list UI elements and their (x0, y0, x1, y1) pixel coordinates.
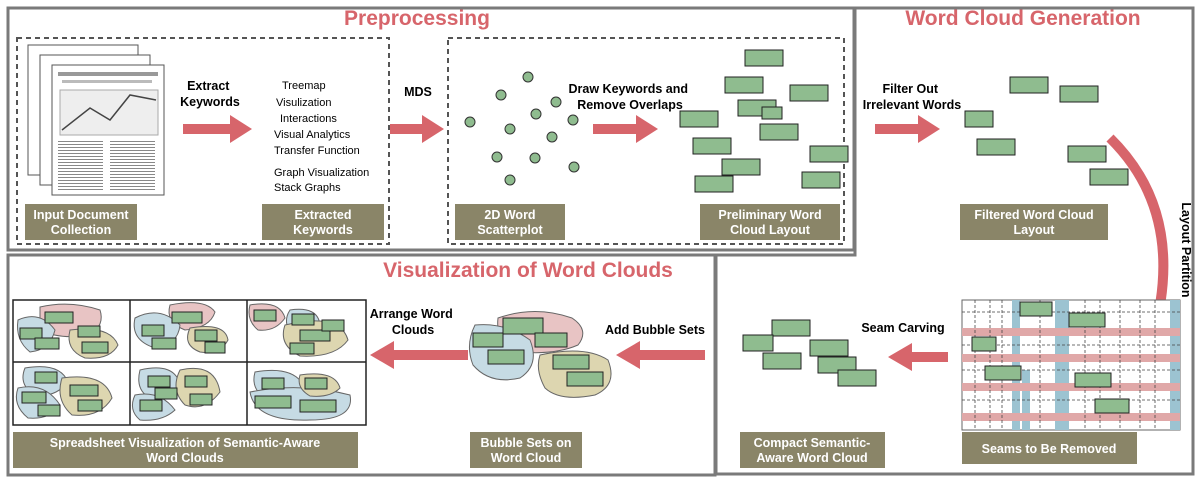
scatter-dot (522, 71, 534, 83)
word-rect (809, 339, 849, 357)
step-draw-keywords: Draw Keywords and Remove Overlaps (569, 82, 692, 112)
keyword-item: Visual Analytics (274, 129, 351, 141)
word-rect (964, 110, 994, 128)
scatter-dot (491, 151, 503, 163)
word-rect (789, 84, 829, 102)
word-rect (837, 369, 877, 387)
label-spreadsheet-visualization: Spreadsheet Visualization of Semantic-Aw… (13, 432, 358, 468)
word-rect (744, 49, 784, 67)
step-layout-partition: Layout Partition (1179, 202, 1193, 297)
title-visualization: Visualization of Word Clouds (383, 259, 673, 282)
word-rect (721, 158, 761, 176)
step-mds: MDS (404, 85, 432, 99)
compact-word-cloud (742, 319, 877, 387)
keyword-item: Treemap (282, 80, 326, 92)
spreadsheet-grid (12, 299, 367, 426)
step-seam-carving: Seam Carving (861, 321, 944, 335)
preliminary-word-cloud (679, 49, 849, 193)
word-rect (1009, 76, 1049, 94)
arrow-arrange (370, 341, 468, 369)
keyword-item: Stack Graphs (274, 182, 341, 194)
keyword-item: Visulization (276, 97, 331, 109)
scatter-dot (568, 161, 580, 173)
document-stack-icon (27, 44, 165, 196)
word-rect (694, 175, 734, 193)
arrow-seam-carving (888, 343, 948, 371)
svg-text:Compact Semantic-Aware Word Cl: Compact Semantic-Aware Word Cloud (754, 436, 871, 465)
scatter-dot (530, 108, 542, 120)
step-extract-keywords: Extract Keywords (180, 79, 240, 109)
word-rect (759, 123, 799, 141)
keyword-list: Treemap Visulization Interactions Visual… (274, 80, 369, 194)
label-seams-to-be-removed: Seams to Be Removed (962, 432, 1137, 464)
word-rect (679, 110, 719, 128)
seams-grid (961, 299, 1181, 431)
step-filter-out: Filter Out Irrelevant Words (863, 82, 961, 112)
scatter-dot (529, 152, 541, 164)
arrow-extract (183, 115, 252, 143)
word-rect (692, 137, 732, 155)
scatter-dot (550, 96, 562, 108)
keyword-item: Graph Visualization (274, 167, 369, 179)
title-word-cloud-generation: Word Cloud Generation (905, 7, 1140, 30)
word-rect (724, 76, 764, 94)
word-rect (771, 319, 811, 337)
word-rect (809, 145, 849, 163)
filtered-word-cloud (964, 76, 1129, 186)
word-rect (817, 356, 857, 374)
word-rect (1059, 85, 1099, 103)
scatter-dot (546, 131, 558, 143)
svg-text:Seams to Be Removed: Seams to Be Removed (982, 442, 1117, 456)
word-rect (976, 138, 1016, 156)
scatter-dot (567, 114, 579, 126)
word-rect (1089, 168, 1129, 186)
word-rect (801, 171, 841, 189)
svg-text:Spreadsheet Visualization of S: Spreadsheet Visualization of Semantic-Aw… (50, 436, 321, 465)
title-preprocessing: Preprocessing (344, 7, 490, 30)
keyword-item: Interactions (280, 113, 337, 125)
arrow-filter (875, 115, 940, 143)
scatter-dot (504, 174, 516, 186)
scatterplot (464, 71, 580, 186)
scatter-dot (495, 89, 507, 101)
label-compact-semantic-aware-word-cloud: Compact Semantic-Aware Word Cloud (740, 432, 885, 468)
layout-dashed-box (447, 37, 845, 245)
word-rect (742, 334, 774, 352)
keyword-item: Transfer Function (274, 145, 360, 157)
scatter-dot (464, 116, 476, 128)
arrow-bubble-sets (616, 341, 705, 369)
word-rect (761, 106, 783, 120)
step-add-bubble-sets: Add Bubble Sets (605, 323, 705, 337)
arrow-draw (593, 115, 658, 143)
step-arrange-word-clouds: Arrange Word Clouds (370, 307, 457, 337)
scatter-dot (504, 123, 516, 135)
word-rect (1067, 145, 1107, 163)
extraction-dashed-box (16, 37, 390, 245)
bubble-sets-cloud (469, 311, 612, 398)
arrow-mds (390, 115, 444, 143)
word-cloud-generation-frame (714, 6, 1195, 476)
word-rect (762, 352, 802, 370)
